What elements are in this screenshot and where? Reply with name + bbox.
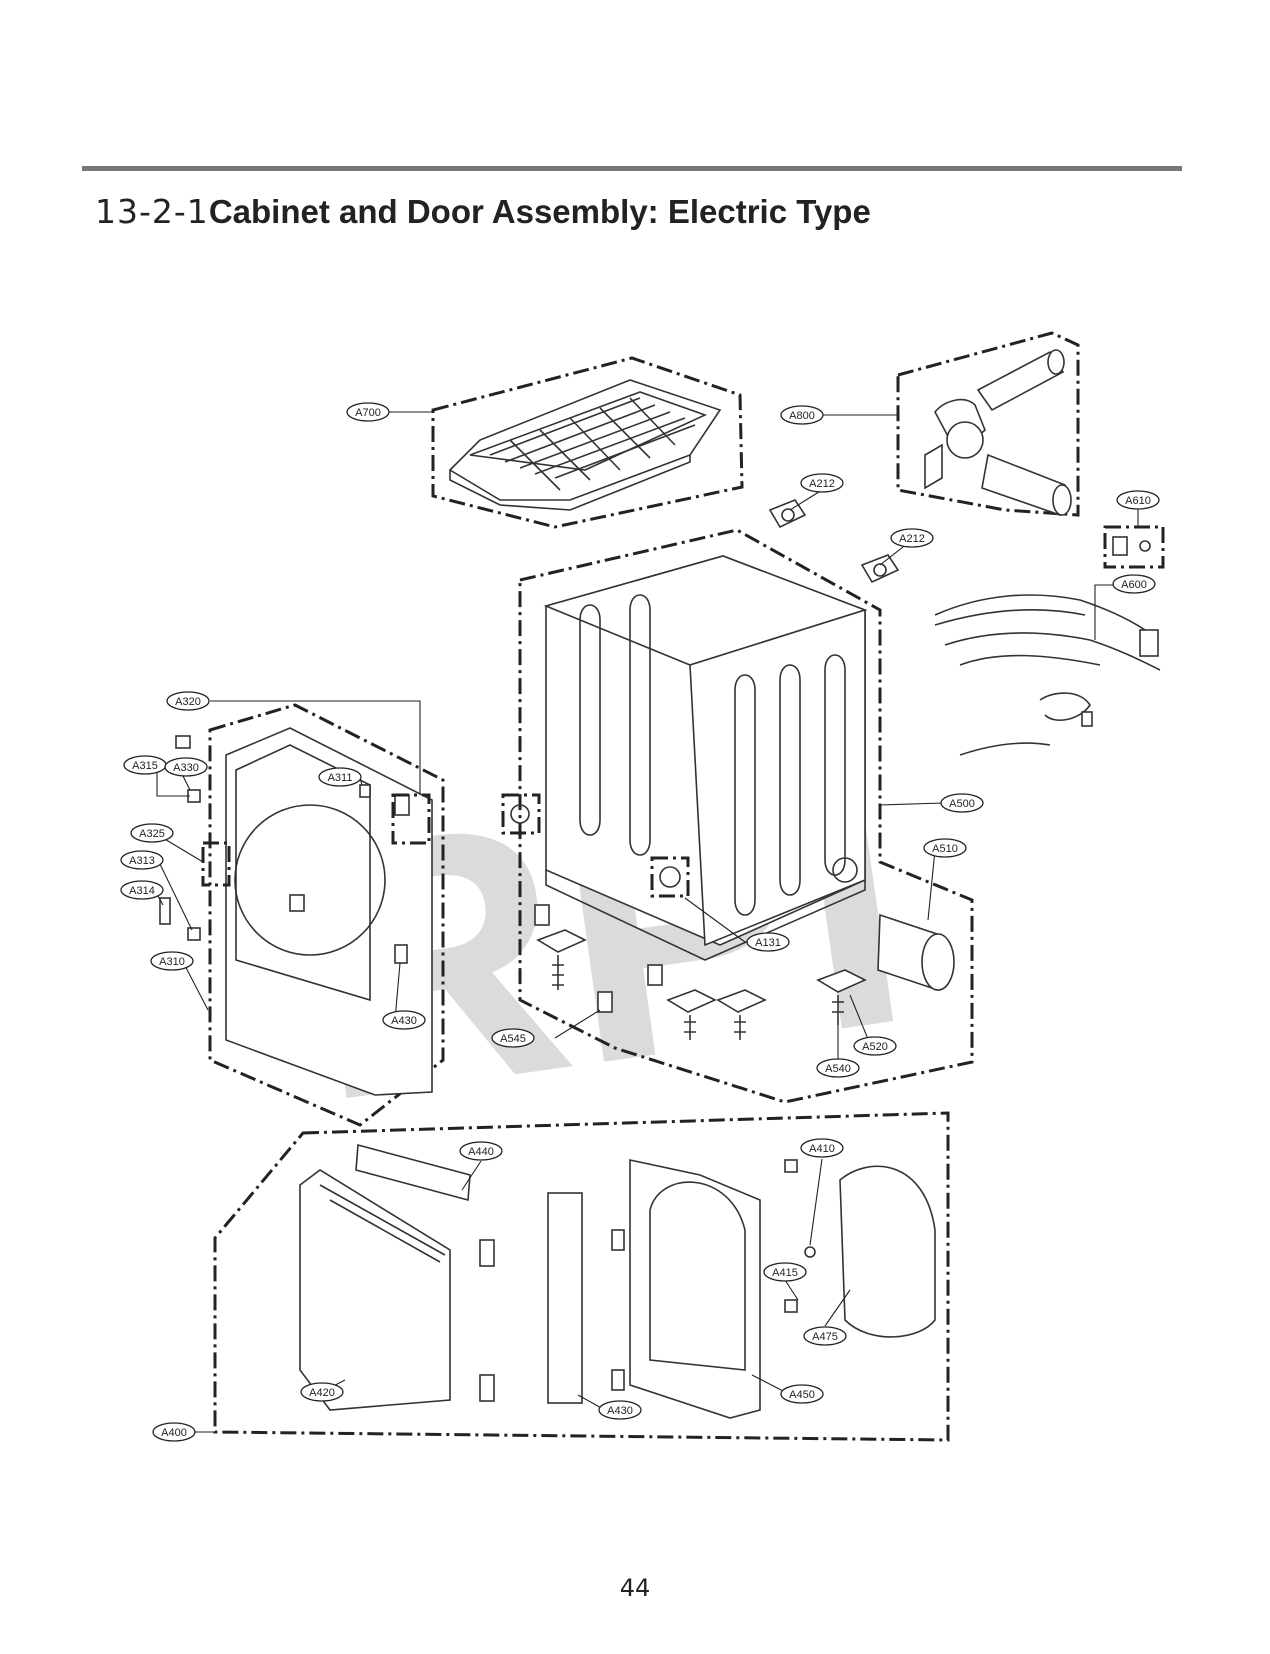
callout-a400: A400 (152, 1422, 196, 1442)
callout-a540: A540 (816, 1058, 860, 1078)
group-boundary-a500 (518, 528, 974, 1104)
group-boundary-bearing (501, 793, 541, 835)
callout-a430-bottom: A430 (598, 1400, 642, 1420)
svg-text:A325: A325 (139, 828, 165, 840)
svg-text:A315: A315 (132, 760, 158, 772)
callout-a430-left: A430 (382, 1010, 426, 1030)
callout-a310: A310 (150, 951, 194, 971)
page-title: 13-2-1Cabinet and Door Assembly: Electri… (95, 192, 871, 231)
svg-text:A545: A545 (500, 1033, 526, 1045)
cabinet-part (543, 555, 868, 961)
svg-text:A415: A415 (772, 1267, 798, 1279)
leader-lines (156, 411, 1139, 1433)
header-rule (82, 166, 1182, 171)
svg-text:A450: A450 (789, 1389, 815, 1401)
thermostat-mid-part (860, 554, 900, 584)
svg-text:A314: A314 (129, 885, 155, 897)
svg-text:A420: A420 (309, 1387, 335, 1399)
svg-text:A600: A600 (1121, 579, 1147, 591)
callout-a415: A415 (763, 1262, 807, 1282)
thermostat-top-part (768, 499, 807, 529)
svg-text:A310: A310 (159, 956, 185, 968)
callout-a311: A311 (318, 767, 362, 787)
svg-text:A700: A700 (355, 407, 381, 419)
callout-a500: A500 (940, 793, 984, 813)
callout-a700: A700 (346, 402, 390, 422)
top-plate-part (448, 379, 722, 511)
callout-a313: A313 (120, 850, 164, 870)
callout-a510: A510 (923, 838, 967, 858)
svg-text:A410: A410 (809, 1143, 835, 1155)
group-boundary-a400 (213, 1111, 950, 1442)
svg-text:A330: A330 (173, 762, 199, 774)
callout-a600: A600 (1112, 574, 1156, 594)
group-boundary-a610 (1103, 525, 1165, 569)
callout-a450: A450 (780, 1384, 824, 1404)
callout-a410: A410 (800, 1138, 844, 1158)
callout-a610: A610 (1116, 490, 1160, 510)
svg-text:A131: A131 (755, 937, 781, 949)
front-panel-part (225, 727, 433, 1096)
callout-a330: A330 (164, 757, 208, 777)
callout-a325: A325 (130, 823, 174, 843)
callout-a212-mid: A212 (890, 528, 934, 548)
svg-text:A475: A475 (812, 1331, 838, 1343)
callout-a314: A314 (120, 880, 164, 900)
callout-a440: A440 (459, 1141, 503, 1161)
group-boundary-a800 (896, 331, 1080, 517)
svg-text:A400: A400 (161, 1427, 187, 1439)
svg-text:A430: A430 (607, 1405, 633, 1417)
callout-a131: A131 (746, 932, 790, 952)
svg-text:A520: A520 (862, 1041, 888, 1053)
panel-clip-parts (159, 735, 371, 941)
callout-a800: A800 (780, 405, 824, 425)
roller-part (659, 866, 681, 888)
group-boundary-a700 (431, 356, 744, 529)
callout-a420: A420 (300, 1382, 344, 1402)
terminal-block-part (1112, 536, 1151, 556)
callout-a545: A545 (491, 1028, 535, 1048)
group-boundary-a320 (391, 793, 431, 845)
exhaust-duct-part (924, 349, 1072, 517)
svg-text:A540: A540 (825, 1063, 851, 1075)
svg-text:A212: A212 (899, 533, 925, 545)
page-number: 44 (619, 1574, 651, 1602)
svg-text:A320: A320 (175, 696, 201, 708)
callout-a320: A320 (166, 691, 210, 711)
wire-harness-part (934, 594, 1161, 756)
svg-text:A440: A440 (468, 1146, 494, 1158)
svg-text:A500: A500 (949, 798, 975, 810)
callout-a475: A475 (803, 1326, 847, 1346)
section-number: 13-2-1 (95, 192, 209, 231)
duct-connector-part (877, 913, 955, 992)
svg-text:A311: A311 (328, 772, 353, 784)
group-boundary-a325 (201, 841, 231, 887)
group-boundary-a310 (208, 703, 445, 1127)
svg-text:A800: A800 (789, 410, 815, 422)
svg-text:A313: A313 (129, 855, 155, 867)
group-boundary-a131 (650, 856, 690, 898)
callout-a520: A520 (853, 1036, 897, 1056)
svg-text:A212: A212 (809, 478, 835, 490)
svg-text:A610: A610 (1125, 495, 1151, 507)
svg-text:A430: A430 (391, 1015, 417, 1027)
bearing-part (510, 804, 530, 824)
leveling-feet-parts (534, 904, 867, 1040)
section-title: Cabinet and Door Assembly: Electric Type (208, 193, 871, 230)
callout-a315: A315 (123, 755, 167, 775)
callout-a212-top: A212 (800, 473, 844, 493)
svg-text:A510: A510 (932, 843, 958, 855)
door-parts (299, 1143, 936, 1419)
